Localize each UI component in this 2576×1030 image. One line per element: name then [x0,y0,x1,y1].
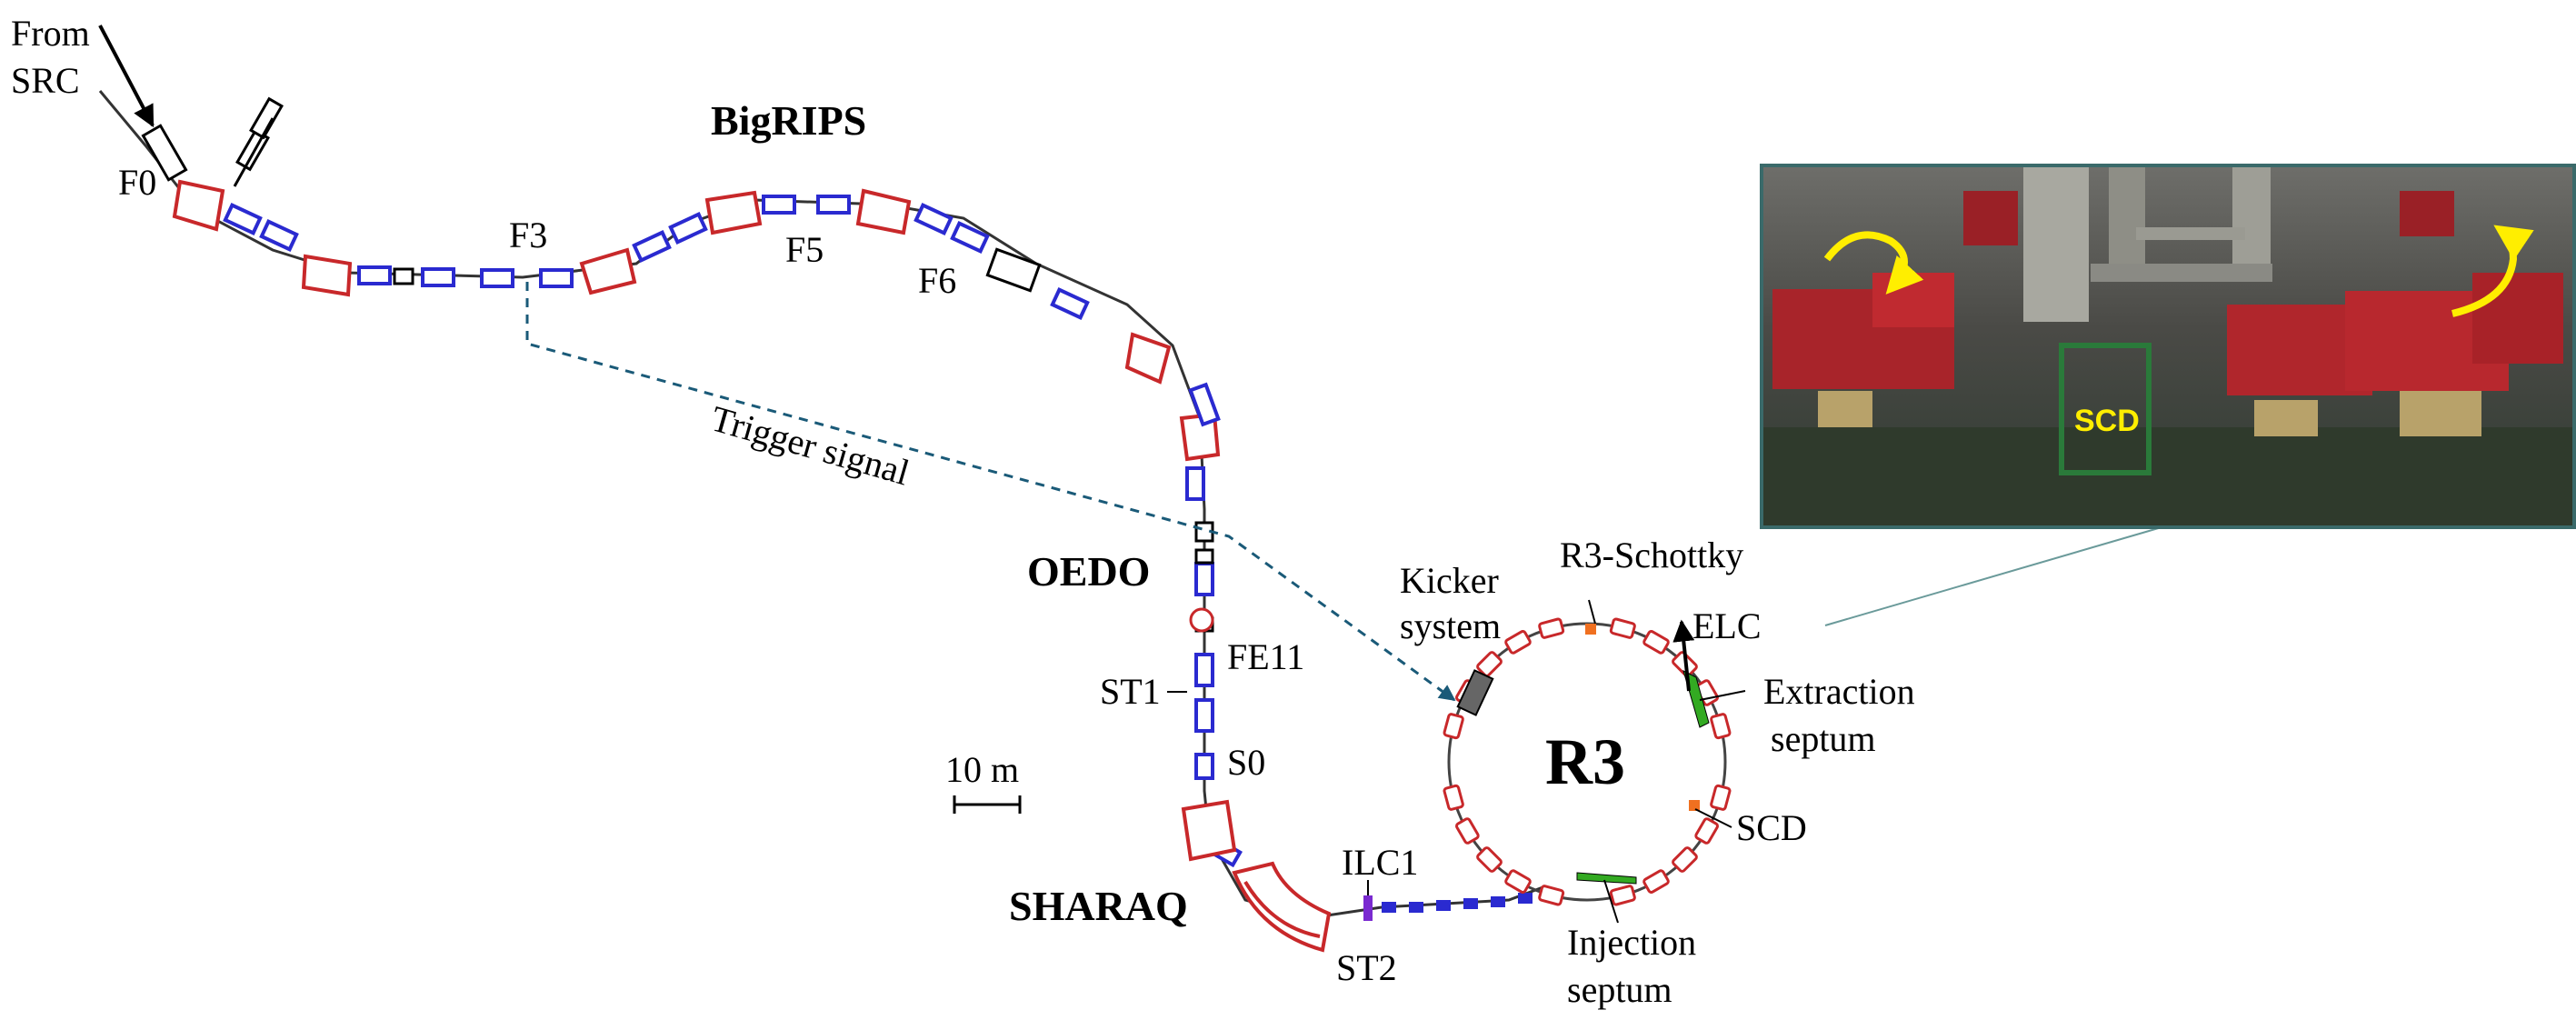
ring-dipole [1710,784,1732,811]
label-injection-1: Injection [1567,922,1696,963]
label-kicker-2: system [1400,605,1501,646]
label-kicker-1: Kicker [1400,560,1499,601]
label-scale-bar: 10 m [945,749,1019,790]
ring-dipole [1538,617,1565,639]
label-bigrips: BigRIPS [711,97,866,144]
ring-dipole [1443,713,1464,740]
label-r3: R3 [1545,725,1625,798]
ring-dipole [1455,817,1480,845]
leader-lines [1167,599,1746,924]
label-f6: F6 [918,260,956,301]
label-st2: ST2 [1336,947,1397,988]
label-ilc1: ILC1 [1342,842,1418,883]
ring-dipole [1443,784,1464,811]
r3-schottky-marker [1585,624,1596,635]
ring-dipole [1710,713,1732,740]
ring-dipole [1504,869,1532,894]
scale-bar [953,795,1022,814]
label-s0: S0 [1227,742,1265,783]
photo-connector-line [1824,526,2162,626]
ring-dipole [1672,846,1698,873]
label-f0: F0 [118,162,156,203]
photo-inset: SCD [1760,164,2576,529]
label-st1: ST1 [1100,671,1161,712]
quadrupole-magnets [223,195,1243,868]
sharaq-dipoles [1181,799,1332,953]
from-src-arrow [98,25,155,128]
beamline-path [98,90,1546,920]
ring-dipole [1538,885,1565,906]
ring-dipole [1694,817,1719,845]
label-extraction-2: septum [1771,718,1876,759]
label-elc: ELC [1692,605,1762,646]
label-trigger-signal: Trigger signal [707,397,914,493]
injection-line-quads [1382,893,1533,913]
ring-dipole [1476,651,1503,677]
trigger-signal-line [525,282,1456,702]
label-injection-2: septum [1567,969,1672,1010]
kicker-magnet [1456,669,1494,716]
label-fe11: FE11 [1227,636,1304,677]
ring-dipole [1609,617,1636,639]
ring-dipole [1504,630,1532,655]
ring-dipole [1609,885,1636,906]
elc-arrow [1672,619,1695,692]
label-scd: SCD [1736,807,1807,848]
dipole-magnets [172,179,1221,462]
r3-ring [1443,617,1732,906]
injection-septum-shape [1576,872,1637,885]
ring-dipole [1642,869,1670,894]
f0-hardware [141,96,284,187]
photo-scd-label: SCD [2074,404,2140,438]
label-from-src-1: From [11,13,90,54]
fe11-chamber [1189,607,1214,633]
label-oedo: OEDO [1027,548,1150,595]
label-r3-schottky: R3-Schottky [1560,535,1743,575]
label-from-src-2: SRC [11,60,80,101]
label-sharaq: SHARAQ [1009,883,1188,929]
ring-dipole [1642,630,1670,655]
ilc1-st2-marker [1363,895,1373,921]
label-f5: F5 [785,229,824,270]
label-f3: F3 [509,215,547,255]
ring-dipole [1476,846,1503,873]
scd-marker [1689,800,1700,811]
label-extraction-1: Extraction [1763,671,1915,712]
